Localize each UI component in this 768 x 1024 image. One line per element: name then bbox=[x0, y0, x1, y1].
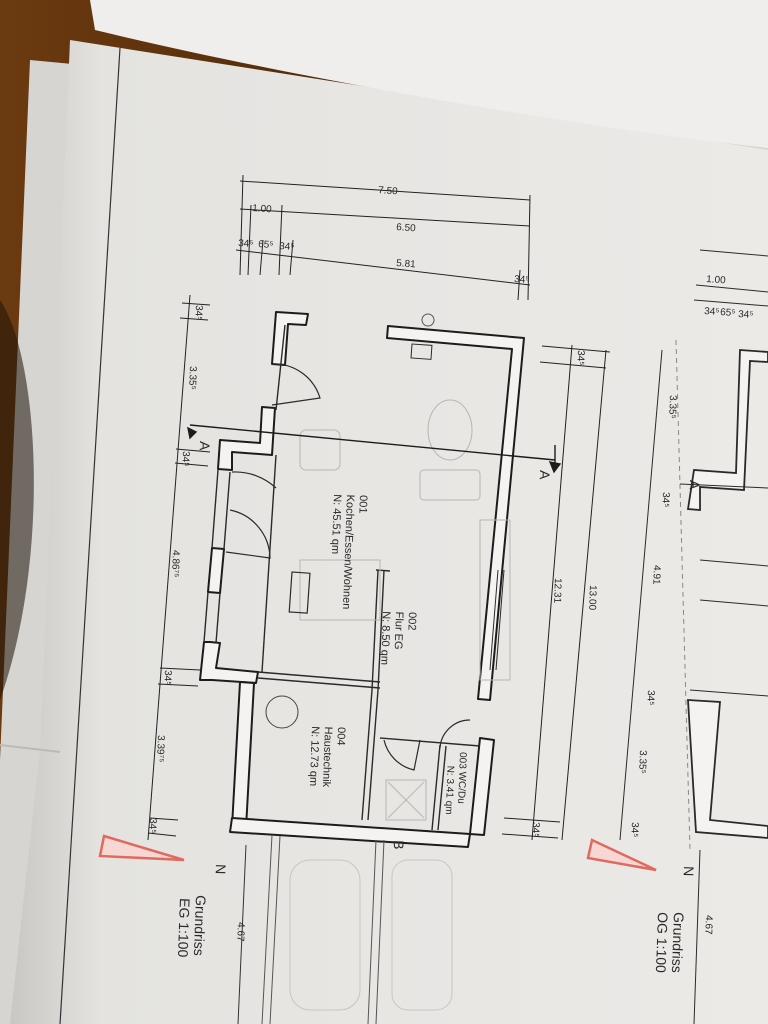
dim-left-wall-2: 34⁵ bbox=[179, 451, 191, 467]
carport-dimension: 4.67 bbox=[234, 922, 246, 942]
svg-text:34⁵: 34⁵ bbox=[628, 822, 640, 838]
next-section-mark: A bbox=[687, 480, 703, 491]
svg-text:N: 12.73 qm: N: 12.73 qm bbox=[307, 726, 321, 786]
section-mark-a-right: A bbox=[537, 470, 553, 481]
next-title-line-2: OG 1:100 bbox=[653, 912, 671, 973]
next-north-arrow bbox=[586, 838, 657, 872]
svg-text:Haustechnik: Haustechnik bbox=[320, 726, 334, 787]
svg-text:N: 3.41 qm: N: 3.41 qm bbox=[443, 765, 456, 814]
svg-text:3.35⁵: 3.35⁵ bbox=[666, 395, 678, 419]
top-page-curl bbox=[90, 0, 768, 148]
svg-text:002: 002 bbox=[405, 612, 418, 631]
dim-left-wall-3: 34⁵ bbox=[161, 670, 173, 686]
dim-right-overall: 13.00 bbox=[586, 585, 598, 611]
dim-overall-width: 7.50 bbox=[378, 185, 399, 197]
kitchen-island bbox=[288, 571, 311, 614]
svg-text:1.00: 1.00 bbox=[706, 274, 727, 286]
dim-left-offset: 1.00 bbox=[252, 203, 273, 215]
section-line-a bbox=[187, 424, 562, 474]
svg-text:004: 004 bbox=[334, 727, 347, 746]
left-dimension-chain bbox=[147, 294, 211, 841]
north-arrow bbox=[98, 834, 185, 862]
dim-net-width: 5.81 bbox=[396, 258, 417, 270]
dim-right-wall-top: 34⁵ bbox=[574, 350, 586, 366]
page-fold bbox=[0, 744, 61, 753]
next-page-dims: 1.00 34⁵ 65⁵ 34⁵ 3.35⁵ 34⁵ 4.91 34⁵ 3.35… bbox=[628, 274, 753, 935]
dim-left-seg-1: 3.35⁵ bbox=[186, 366, 198, 390]
top-dimension-chain bbox=[235, 174, 531, 301]
page-border bbox=[59, 47, 121, 1024]
title-line-1: Grundriss bbox=[191, 895, 209, 956]
dim-left-wall-1: 34⁵ bbox=[192, 305, 204, 321]
section-mark-a-left: A bbox=[197, 441, 213, 452]
next-page-plan bbox=[619, 249, 768, 1024]
room-001-label: 001 Kochen/Essen/Wohnen N: 45.51 qm bbox=[329, 494, 369, 610]
staircase bbox=[489, 569, 505, 671]
svg-text:34⁵: 34⁵ bbox=[704, 306, 720, 318]
svg-text:65⁵: 65⁵ bbox=[720, 307, 736, 319]
building-walls bbox=[199, 311, 525, 848]
svg-text:34⁵: 34⁵ bbox=[644, 690, 656, 706]
svg-text:34⁵: 34⁵ bbox=[738, 309, 754, 321]
dim-right-inner: 12.31 bbox=[551, 578, 563, 604]
room-003-label: 003 WC/Du N: 3.41 qm bbox=[443, 752, 468, 815]
next-north-label: N bbox=[681, 866, 697, 877]
section-mark-b: B bbox=[391, 840, 407, 850]
svg-text:3.35⁵: 3.35⁵ bbox=[636, 750, 648, 774]
svg-text:N: 8.50 qm: N: 8.50 qm bbox=[378, 611, 392, 665]
dim-inner-width: 6.50 bbox=[396, 222, 417, 234]
svg-text:4.91: 4.91 bbox=[650, 565, 662, 585]
dim-wall-c: 34⁵ bbox=[514, 274, 530, 286]
svg-text:N: 45.51 qm: N: 45.51 qm bbox=[329, 494, 343, 554]
north-label: N bbox=[213, 864, 229, 875]
svg-text:001: 001 bbox=[356, 495, 369, 514]
dim-right-wall-bottom: 34⁵ bbox=[529, 822, 541, 838]
dim-wall-b: 34⁵ bbox=[279, 241, 295, 253]
right-dimension-chain bbox=[501, 344, 611, 841]
carport-dim-line bbox=[237, 844, 247, 1024]
dim-left-seg-3: 3.39⁷⁵ bbox=[154, 735, 166, 763]
dim-mid-a: 65⁵ bbox=[258, 239, 274, 251]
next-title-line-1: Grundriss bbox=[669, 912, 687, 973]
dim-wall-a: 34⁵ bbox=[238, 238, 254, 250]
room-004-label: 004 Haustechnik N: 12.73 qm bbox=[307, 726, 347, 788]
door-swings bbox=[225, 363, 471, 771]
left-shadow bbox=[0, 300, 34, 700]
furniture-sketch bbox=[265, 313, 511, 821]
svg-text:Flur EG: Flur EG bbox=[392, 611, 405, 649]
svg-text:Kochen/Essen/Wohnen: Kochen/Essen/Wohnen bbox=[340, 494, 356, 609]
svg-text:34⁵: 34⁵ bbox=[659, 492, 671, 508]
carport bbox=[261, 834, 453, 1024]
room-002-label: 002 Flur EG N: 8.50 qm bbox=[378, 611, 418, 665]
inner-walls bbox=[203, 324, 481, 831]
title-line-2: EG 1:100 bbox=[175, 898, 193, 958]
svg-text:003 WC/Du: 003 WC/Du bbox=[455, 752, 468, 804]
svg-text:4.67: 4.67 bbox=[702, 915, 714, 935]
dim-left-wall-4: 34⁵ bbox=[146, 818, 158, 834]
dim-left-seg-2: 4.86⁷⁵ bbox=[169, 550, 181, 578]
main-page bbox=[10, 40, 768, 1024]
